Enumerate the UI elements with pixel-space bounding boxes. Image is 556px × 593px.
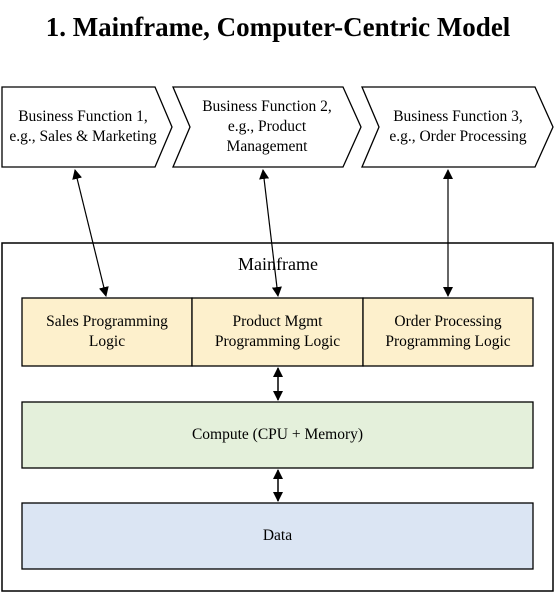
logic-module-sales-label: Sales Programming Logic (46, 313, 168, 350)
logic-module-product-label: Product Mgmt Programming Logic (214, 313, 341, 350)
logic-module-sales-box (21, 297, 193, 367)
logic-module-order-label: Order Processing Programming Logic (385, 313, 511, 350)
business-function-1-label: Business Function 1, e.g., Sales & Marke… (9, 108, 157, 145)
data-label: Data (262, 527, 293, 544)
business-function-2-label: Business Function 2, e.g., Product Manag… (202, 98, 332, 155)
logic-module-order-box (362, 297, 534, 367)
logic-module-product-box (191, 297, 364, 367)
compute-box (21, 401, 534, 469)
diagram-title: 1. Mainframe, Computer-Centric Model (45, 12, 511, 42)
compute-label: Compute (CPU + Memory) (191, 426, 364, 443)
mainframe-label: Mainframe (238, 254, 318, 274)
business-function-3-label: Business Function 3, e.g., Order Process… (389, 108, 527, 145)
business-function-2-chevron (172, 86, 362, 168)
business-function-3-chevron (361, 86, 554, 168)
business-function-1-chevron (1, 86, 173, 168)
data-box (21, 502, 534, 570)
arrow-sales (72, 169, 109, 297)
arrow-product (259, 169, 282, 297)
